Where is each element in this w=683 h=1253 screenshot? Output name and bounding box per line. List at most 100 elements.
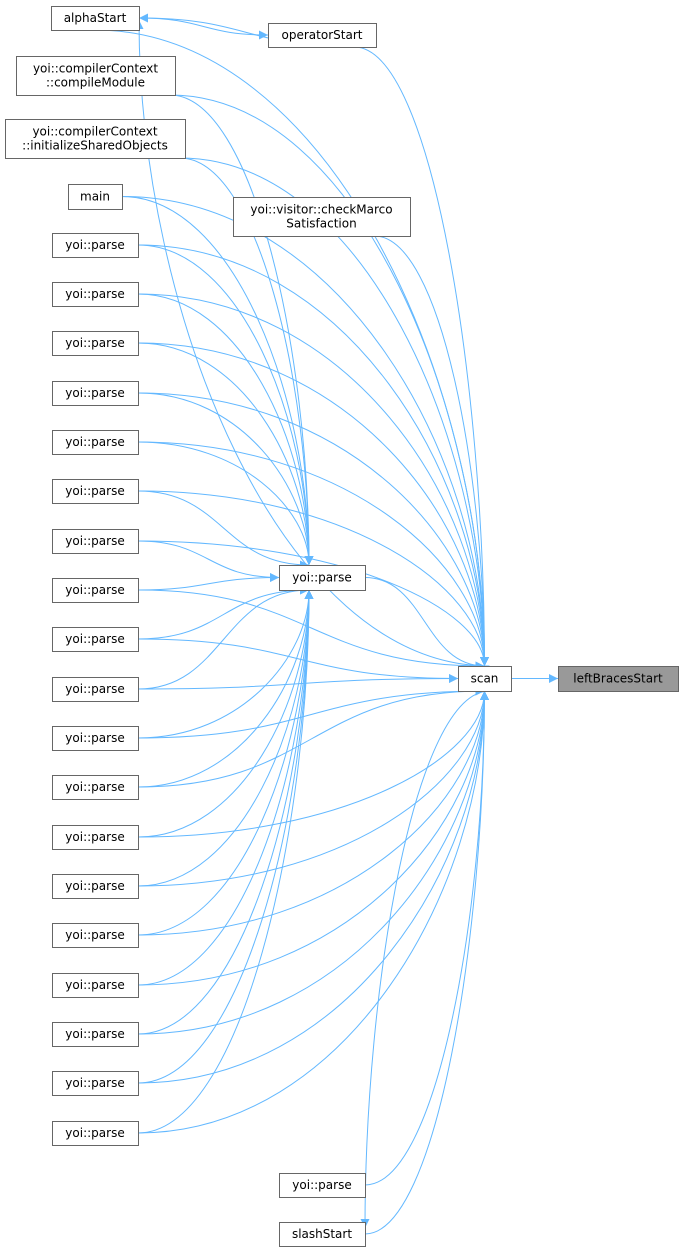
node-box — [52, 1022, 139, 1047]
node-label: yoi::parse — [65, 583, 124, 597]
node-label: operatorStart — [282, 28, 363, 42]
edge-parseB-to-scan — [364, 690, 489, 1186]
node-p13[interactable]: yoi::parse — [52, 825, 139, 850]
edge-p16-to-parseC — [137, 589, 314, 986]
node-p6[interactable]: yoi::parse — [52, 479, 139, 504]
node-label: yoi::parse — [65, 978, 124, 992]
edge-alphaStart-to-scan — [94, 29, 489, 667]
node-box — [52, 282, 139, 307]
node-box — [279, 1173, 366, 1198]
node-p10[interactable]: yoi::parse — [52, 677, 139, 702]
node-label: scan — [471, 672, 499, 686]
node-box — [233, 197, 411, 237]
edge-p11-to-scan — [137, 686, 485, 739]
node-slashStart[interactable]: slashStart — [279, 1222, 366, 1247]
edge-p6-to-scan — [137, 490, 489, 667]
node-p3[interactable]: yoi::parse — [52, 331, 139, 356]
edge-p6-to-parseC — [137, 490, 310, 570]
node-label: yoi::parse — [65, 780, 124, 794]
node-scan[interactable]: scan — [458, 666, 512, 692]
node-alphaStart[interactable]: alphaStart — [51, 6, 140, 31]
node-label: yoi::parse — [65, 287, 124, 301]
edge-p4-to-scan — [137, 392, 489, 667]
edge-compileModule-to-parseC — [169, 94, 314, 566]
edge-alphaStart-to-operatorStart — [138, 17, 269, 40]
node-p5[interactable]: yoi::parse — [52, 430, 139, 455]
edge-initShared-to-scan — [179, 157, 489, 667]
edge-p7-to-parseC — [137, 540, 280, 582]
node-box — [5, 119, 186, 159]
node-box — [51, 6, 140, 31]
node-p9[interactable]: yoi::parse — [52, 627, 139, 652]
node-p8[interactable]: yoi::parse — [52, 578, 139, 603]
node-parseC[interactable]: yoi::parse — [279, 565, 366, 591]
node-p18[interactable]: yoi::parse — [52, 1071, 139, 1096]
edge-scan-to-slashStart — [360, 690, 490, 1229]
node-initShared[interactable]: yoi::compilerContext::initializeSharedOb… — [5, 119, 186, 159]
node-p12[interactable]: yoi::parse — [52, 775, 139, 800]
node-p11[interactable]: yoi::parse — [52, 726, 139, 751]
edge-p7-to-scan — [137, 540, 489, 667]
node-p16[interactable]: yoi::parse — [52, 973, 139, 998]
edge-p11-to-parseC — [137, 589, 314, 739]
edge-p1-to-scan — [137, 244, 489, 667]
node-label: yoi::parse — [65, 435, 124, 449]
node-leftBracesStart[interactable]: leftBracesStart — [558, 666, 679, 692]
edge-main-to-parseC — [121, 196, 314, 566]
node-box — [268, 23, 377, 48]
node-label: slashStart — [292, 1227, 352, 1241]
node-box — [279, 1222, 366, 1247]
node-box — [52, 578, 139, 603]
edge-p19-to-scan — [137, 690, 489, 1134]
edge-main-to-scan — [121, 196, 489, 667]
node-p17[interactable]: yoi::parse — [52, 1022, 139, 1047]
node-p19[interactable]: yoi::parse — [52, 1121, 139, 1146]
edge-p13-to-scan — [137, 690, 489, 838]
node-box — [52, 923, 139, 948]
edge-p12-to-parseC — [137, 589, 314, 788]
node-main[interactable]: main — [68, 184, 123, 210]
edge-slashStart-to-scan — [364, 690, 489, 1235]
node-operatorStart[interactable]: operatorStart — [268, 23, 377, 48]
node-label: yoi::parse — [65, 830, 124, 844]
edge-p5-to-parseC — [137, 441, 314, 566]
node-label: yoi::parse — [292, 571, 351, 585]
node-label: yoi::parse — [292, 1178, 351, 1192]
node-box — [52, 973, 139, 998]
edge-p3-to-scan — [137, 342, 489, 667]
node-label: yoi::compilerContext — [33, 62, 158, 76]
node-label: ::compileModule — [46, 76, 145, 90]
edge-p13-to-parseC — [137, 589, 314, 838]
node-p4[interactable]: yoi::parse — [52, 381, 139, 406]
edge-p2-to-scan — [137, 293, 489, 667]
node-label: yoi::compilerContext — [32, 125, 157, 139]
node-p2[interactable]: yoi::parse — [52, 282, 139, 307]
edge-p15-to-scan — [137, 690, 489, 936]
edge-p14-to-scan — [137, 690, 489, 887]
edge-p1-to-parseC — [137, 244, 314, 566]
node-box — [52, 874, 139, 899]
node-box — [279, 565, 366, 591]
node-box — [52, 775, 139, 800]
node-label: leftBracesStart — [573, 672, 663, 686]
node-box — [68, 184, 123, 210]
node-box — [52, 677, 139, 702]
node-p7[interactable]: yoi::parse — [52, 529, 139, 554]
node-p14[interactable]: yoi::parse — [52, 874, 139, 899]
edge-parseC-to-scan — [364, 577, 485, 671]
node-box — [52, 479, 139, 504]
node-box — [52, 529, 139, 554]
node-parseB[interactable]: yoi::parse — [279, 1173, 366, 1198]
edge-p18-to-scan — [137, 690, 489, 1084]
node-compileModule[interactable]: yoi::compilerContext::compileModule — [16, 56, 176, 96]
node-p1[interactable]: yoi::parse — [52, 233, 139, 258]
edge-p9-to-parseC — [137, 585, 310, 640]
node-p15[interactable]: yoi::parse — [52, 923, 139, 948]
node-label: yoi::parse — [65, 336, 124, 350]
edge-p19-to-parseC — [137, 589, 314, 1134]
edge-p10-to-scan — [137, 674, 459, 690]
node-label: yoi::parse — [65, 879, 124, 893]
node-box — [52, 726, 139, 751]
